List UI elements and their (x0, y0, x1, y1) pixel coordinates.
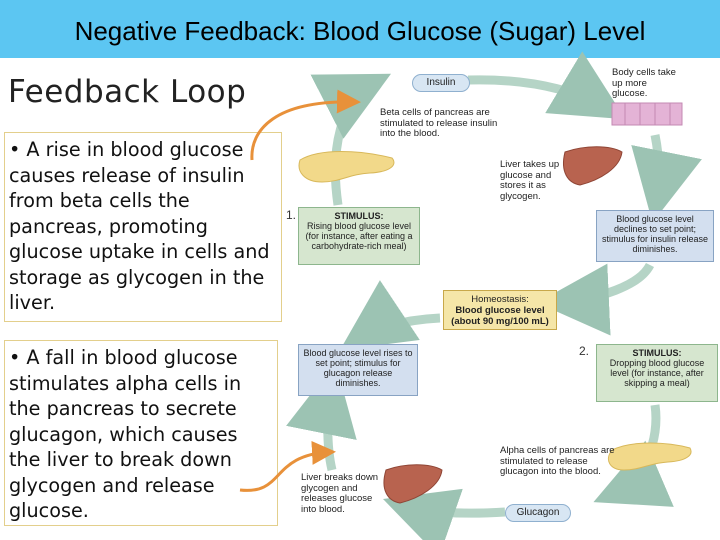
liver-breaks-text: Liver breaks down glycogen and releases … (301, 472, 379, 515)
stimulus-rising-text: Rising blood glucose level (for instance… (305, 221, 413, 251)
declines-box: Blood glucose level declines to set poin… (596, 210, 714, 262)
body-cells-text: Body cells take up more glucose. (612, 67, 676, 99)
stimulus-dropping-title: STIMULUS: (632, 348, 682, 358)
homeostasis-box: Homeostasis: Blood glucose level (about … (443, 290, 557, 330)
cycle-arrow-to-homeostasis (537, 262, 655, 336)
liver-icon-2 (383, 464, 443, 504)
orange-arrow-bottom (239, 440, 336, 492)
liver-icon (563, 146, 623, 186)
cycle-arrow-right-down (631, 134, 702, 223)
insulin-label: Insulin (412, 74, 470, 92)
glucagon-label: Glucagon (505, 504, 571, 522)
title-bar (0, 0, 720, 58)
alpha-cells-text: Alpha cells of pancreas are stimulated t… (500, 445, 615, 477)
declines-text: Blood glucose level declines to set poin… (601, 214, 709, 254)
cycle-arrow-top-left (310, 73, 391, 206)
homeostasis-value: (about 90 mg/100 mL) (451, 316, 549, 327)
stimulus-rising-box: STIMULUS: Rising blood glucose level (fo… (298, 207, 420, 265)
cycle-arrow-bottom (383, 488, 506, 540)
body-cells-icon (611, 102, 683, 126)
orange-arrow-top (250, 89, 361, 161)
step-number-2: 2. (579, 344, 590, 358)
rise-text: • A rise in blood glucose causes release… (9, 138, 270, 314)
feedback-loop-heading: Feedback Loop (8, 74, 247, 110)
beta-cells-text: Beta cells of pancreas are stimulated to… (380, 107, 498, 139)
cycle-arrow-top-right (467, 51, 626, 120)
stimulus-dropping-box: STIMULUS: Dropping blood glucose level (… (596, 344, 718, 402)
stimulus-dropping-text: Dropping blood glucose level (for instan… (609, 358, 705, 388)
rises-box: Blood glucose level rises to set point; … (298, 344, 418, 396)
cycle-arrow-from-homeostasis (340, 280, 441, 350)
stimulus-rising-title: STIMULUS: (334, 211, 384, 221)
homeostasis-title: Homeostasis: (471, 294, 529, 305)
homeostasis-text: Blood glucose level (455, 305, 545, 316)
pancreas-icon (298, 151, 395, 183)
rise-text-box: • A rise in blood glucose causes release… (4, 132, 282, 322)
fall-text-box: • A fall in blood glucose stimulates alp… (4, 340, 278, 526)
pancreas-icon-2 (608, 442, 692, 471)
step-number-1: 1. (286, 208, 297, 222)
fall-text: • A fall in blood glucose stimulates alp… (9, 346, 242, 522)
slide-title: Negative Feedback: Blood Glucose (Sugar)… (74, 16, 646, 46)
liver-takes-text: Liver takes up glucose and stores it as … (500, 159, 560, 202)
rises-text: Blood glucose level rises to set point; … (303, 348, 413, 388)
